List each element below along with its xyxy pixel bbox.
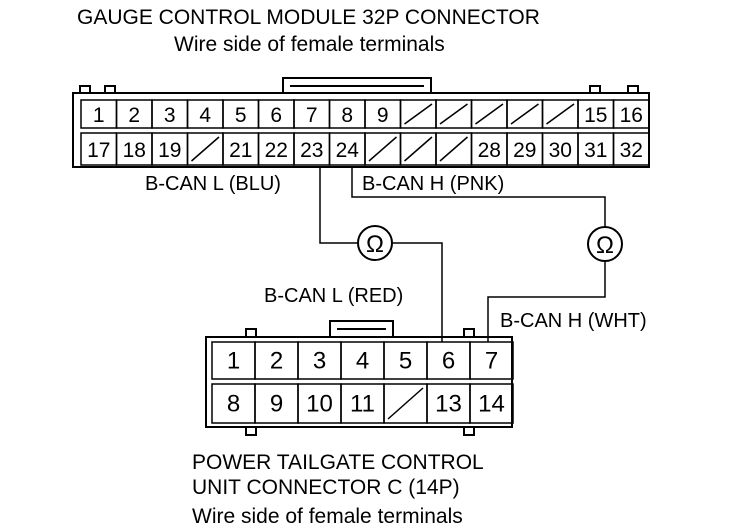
unused-cavity-slash [510,103,539,125]
pin-number: 24 [336,139,360,162]
wire-bcan-h [351,167,606,228]
tailgate-connector-title-line1: POWER TAILGATE CONTROL [192,451,484,474]
pin-number: 22 [265,139,288,162]
pin-number: 3 [313,348,326,375]
unused-cavity-slash [439,136,468,162]
pin-number: 6 [270,104,282,127]
unused-cavity-slash [387,387,424,420]
tailgate-connector-title-line2: UNIT CONNECTOR C (14P) [192,476,460,499]
ohmmeter-h: Ω [587,226,623,262]
pin-number: 5 [235,104,247,127]
gauge-connector-subtitle: Wire side of female terminals [174,33,445,56]
pin-number: 16 [620,104,643,127]
label-bcan-l-red: B-CAN L (RED) [264,285,403,307]
cavity-cell [469,341,514,380]
unused-cavity-slash [546,103,575,125]
pin-number: 21 [229,139,252,162]
pin-number: 8 [227,391,240,418]
unused-cavity-slash [404,103,433,125]
pin-number: 18 [123,139,146,162]
gauge-connector-title: GAUGE CONTROL MODULE 32P CONNECTOR [77,6,540,29]
unused-cavity-slash [368,136,397,162]
pin-number: 5 [399,348,412,375]
pin-number: 15 [584,104,607,127]
unused-cavity-slash [439,103,468,125]
pin-number: 14 [478,391,505,418]
cavity-cell [612,99,650,129]
ohm-symbol: Ω [366,231,384,258]
tailgate-connector-cavities: 1 2 3 4 5 6 7 8 9 10 11 13 14 [211,341,514,424]
label-bcan-l-blu: B-CAN L (BLU) [145,173,281,195]
pin-number: 7 [306,104,318,127]
pin-number: 4 [199,104,211,127]
ohmmeter-l: Ω [357,225,393,261]
pin-number: 30 [549,139,572,162]
wire-bcan-l [319,167,360,244]
label-bcan-h-wht: B-CAN H (WHT) [500,310,647,332]
pin-number: 3 [164,104,176,127]
unused-cavity-slash [475,103,504,125]
wire-bcan-h-to-unit [487,260,606,342]
pin-number: 17 [87,139,110,162]
label-bcan-h-pnk: B-CAN H (PNK) [362,173,504,195]
cavity-cell [612,132,650,166]
pin-number: 31 [584,139,607,162]
pin-number: 10 [306,391,333,418]
pin-number: 2 [128,104,140,127]
cavity-cell [469,383,514,424]
unused-cavity-slash [404,136,433,162]
pin-number: 1 [93,104,105,127]
pin-number: 28 [478,139,501,162]
pin-number: 11 [350,391,375,418]
tailgate-connector-subtitle: Wire side of female terminals [192,505,463,528]
pin-number: 8 [341,104,353,127]
pin-number: 2 [270,348,283,375]
pin-number: 9 [270,391,283,418]
wire-bcan-l-to-unit [390,242,443,342]
pin-number: 19 [158,139,181,162]
pin-number: 23 [300,139,323,162]
pin-number: 6 [442,348,455,375]
pin-number: 9 [377,104,389,127]
pin-number: 13 [435,391,462,418]
gauge-connector-housing [72,77,650,168]
pin-number: 1 [227,348,240,375]
tailgate-connector-housing [205,320,513,436]
pin-number: 32 [620,139,643,162]
pin-number: 4 [356,348,369,375]
pin-number: 29 [513,139,536,162]
unused-cavity-slash [191,136,220,162]
ohm-symbol: Ω [596,232,614,259]
wiring [319,167,606,342]
pin-number: 7 [485,348,498,375]
